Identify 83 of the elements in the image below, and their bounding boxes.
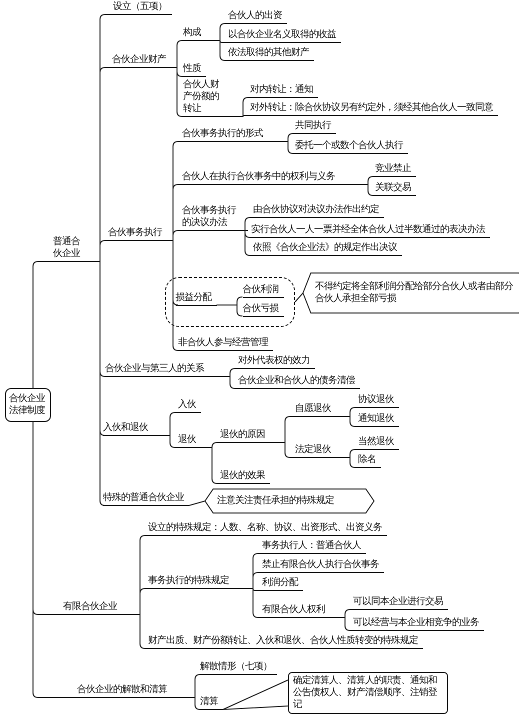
connector-line: [336, 416, 358, 427]
connector-line: [166, 240, 178, 351]
branch-label: 有限合伙企业: [63, 601, 122, 615]
branch-label: 损益分配: [176, 292, 216, 306]
connector-line: [32, 261, 54, 388]
branch-label: 普通合伙企业: [53, 236, 89, 262]
branch-label: 合伙企业和合伙人的债务清偿: [238, 375, 360, 389]
root-box: 合伙企业法律制度: [5, 388, 51, 422]
connector-line: [170, 67, 184, 117]
connector-line: [188, 500, 206, 506]
branch-label: 自愿退伙: [295, 403, 336, 417]
branch-label: 性质: [183, 63, 206, 77]
branch-label: 协议退伙: [358, 394, 399, 408]
branch-label: 清算: [200, 696, 223, 710]
branch-label: 实行合伙人一人一票并经全体合伙人过半数通过的表决办法: [251, 224, 490, 238]
connector-line: [244, 217, 254, 231]
branch-label: 对外代表权的效力: [238, 355, 315, 369]
branch-label: 合伙企业的解散和清算: [77, 684, 172, 698]
branch-label: 可以经营与本企业相竞争的业务: [353, 617, 484, 631]
connector-line: [152, 435, 178, 448]
branch-label: 合伙企业财产: [112, 54, 171, 68]
connector-line: [294, 292, 304, 302]
branch-label: 构成: [183, 27, 206, 41]
branch-label: 法定退伙: [295, 444, 336, 458]
branch-label: 对外转让：除合伙协议另有约定外，须经其他合伙人一致同意: [250, 102, 498, 116]
branch-label: 利润分配: [262, 577, 303, 591]
branch-label: 依法取得的其他财产: [228, 47, 314, 61]
branch-label: 由合伙协议对决议办法作出约定: [253, 204, 384, 218]
connector-line: [234, 588, 262, 618]
branch-label: 退伙的效果: [220, 470, 270, 484]
branch-label: 合伙利润: [242, 284, 284, 298]
connector-line: [122, 614, 148, 649]
note-box: 确定清算人、清算人的职责、通知和公告债权人、财产清偿顺序、注销登记: [288, 672, 448, 714]
branch-label: 当然退伙: [358, 436, 399, 450]
branch-label: 委托一个或数个合伙人执行: [295, 140, 408, 154]
connector-line: [244, 230, 254, 256]
note-callout: 不得约定将全部利润分配给部分合伙人或者由部分合伙人承担全部亏损: [303, 273, 519, 313]
branch-label: 退伙的原因: [220, 429, 270, 443]
branch-label: 可以同本企业进行交易: [353, 596, 448, 610]
branch-label: 合伙事务执行: [108, 227, 167, 241]
branch-label: 共同执行: [295, 120, 336, 134]
branch-label: 非合伙人参与经营管理: [178, 337, 273, 351]
connector-line: [330, 617, 354, 631]
connector-line: [216, 304, 243, 316]
branch-label: 合伙人的出资: [228, 10, 287, 24]
branch-label: 退伙: [178, 434, 201, 448]
connector-line: [340, 184, 376, 196]
note-callout: 注意关注责任承担的特殊规定: [205, 489, 374, 513]
connector-line: [208, 376, 238, 389]
branch-label: 合伙事务执行的形式: [182, 128, 268, 142]
branch-label: 以合伙企业名义取得的收益: [228, 29, 341, 43]
dashed-group-box: [165, 277, 295, 327]
branch-label: 入伙: [178, 399, 201, 413]
branch-label: 解散情形（七项）: [200, 661, 277, 675]
branch-label: 合伙人在执行合伙事务中的权利与义务: [182, 171, 340, 185]
branch-label: 合伙企业与第三人的关系: [105, 363, 209, 377]
connector-line: [336, 457, 358, 468]
branch-label: 禁止有限合伙人执行合伙事务: [262, 559, 384, 573]
connector-line: [228, 115, 250, 117]
connector-line: [222, 680, 288, 710]
connector-line: [32, 422, 78, 698]
connector-line: [200, 447, 220, 484]
branch-label: 对内转让：通知: [250, 84, 318, 98]
branch-label: 财产出质、财产份额转让、入伙和退伙、合伙人性质转变的特殊规定: [148, 635, 423, 649]
branch-label: 合伙人财产份额的转让: [183, 79, 229, 117]
branch-label: 事务执行人：普通合伙人: [262, 540, 366, 554]
branch-label: 入伙和退伙: [103, 422, 153, 436]
connector-line: [268, 141, 296, 154]
connector-line: [270, 442, 296, 458]
branch-label: 事务执行的特殊规定: [148, 575, 234, 589]
branch-label: 关联交易: [375, 182, 416, 196]
connector-line: [206, 40, 228, 61]
branch-label: 通知退伙: [358, 413, 399, 427]
branch-label: 设立的特殊规定：人数、名称、协议、出资形式、出资义务: [148, 522, 387, 536]
branch-label: 有限合伙人权利: [262, 604, 330, 618]
connector-line: [88, 261, 106, 506]
branch-label: 竞业禁止: [375, 163, 416, 177]
branch-label: 设立（五项）: [113, 1, 172, 15]
branch-label: 除名: [358, 454, 381, 468]
branch-label: 合伙亏损: [242, 302, 284, 316]
branch-label: 合伙事务执行的决议办法: [182, 205, 248, 231]
branch-label: 特殊的普通合伙企业: [103, 492, 189, 506]
branch-label: 依照《合伙企业法》的规定作出决议: [253, 242, 402, 256]
